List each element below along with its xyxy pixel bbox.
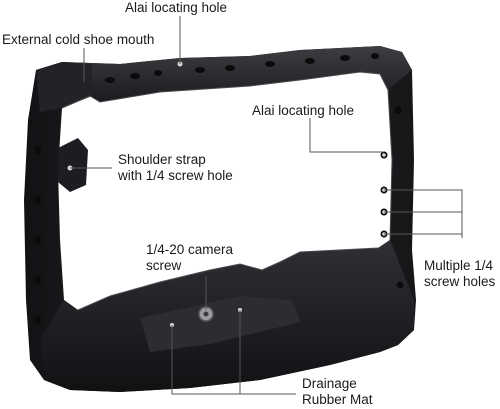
top-rail <box>36 46 412 108</box>
label-right-locating-hole: Alai locating hole <box>252 103 355 118</box>
cage-edge <box>61 71 393 241</box>
label-drainage-mat: Drainage Rubber Mat <box>302 376 373 408</box>
label-shoulder-strap-line1: Shoulder strap <box>118 152 206 167</box>
label-drainage-mat-line1: Drainage <box>302 376 357 391</box>
base-edge <box>77 247 379 311</box>
cold-shoe-block <box>36 62 92 112</box>
label-camera-screw: 1/4-20 camera screw <box>146 242 233 274</box>
camera-screw-center <box>203 311 209 317</box>
label-camera-screw-line1: 1/4-20 camera <box>146 242 234 257</box>
label-cold-shoe: External cold shoe mouth <box>2 32 155 47</box>
label-multiple-holes: Multiple 1/4 screw holes <box>424 258 495 290</box>
rubber-mat <box>140 296 300 352</box>
right-hole-markers <box>382 153 386 236</box>
label-top-locating-hole: Alai locating hole <box>125 0 228 15</box>
label-multiple-holes-line2: screw holes <box>424 274 496 289</box>
left-side-holes <box>35 145 41 325</box>
label-multiple-holes-line1: Multiple 1/4 <box>424 258 494 273</box>
shoulder-strap-boss <box>58 138 88 192</box>
top-rail-holes <box>105 53 379 83</box>
leader-lines <box>70 16 463 395</box>
label-shoulder-strap: Shoulder strap with 1/4 screw hole <box>118 152 233 184</box>
label-drainage-mat-line2: Rubber Mat <box>302 392 373 407</box>
label-camera-screw-line2: screw <box>146 258 182 273</box>
label-shoulder-strap-line2: with 1/4 screw hole <box>118 168 233 183</box>
